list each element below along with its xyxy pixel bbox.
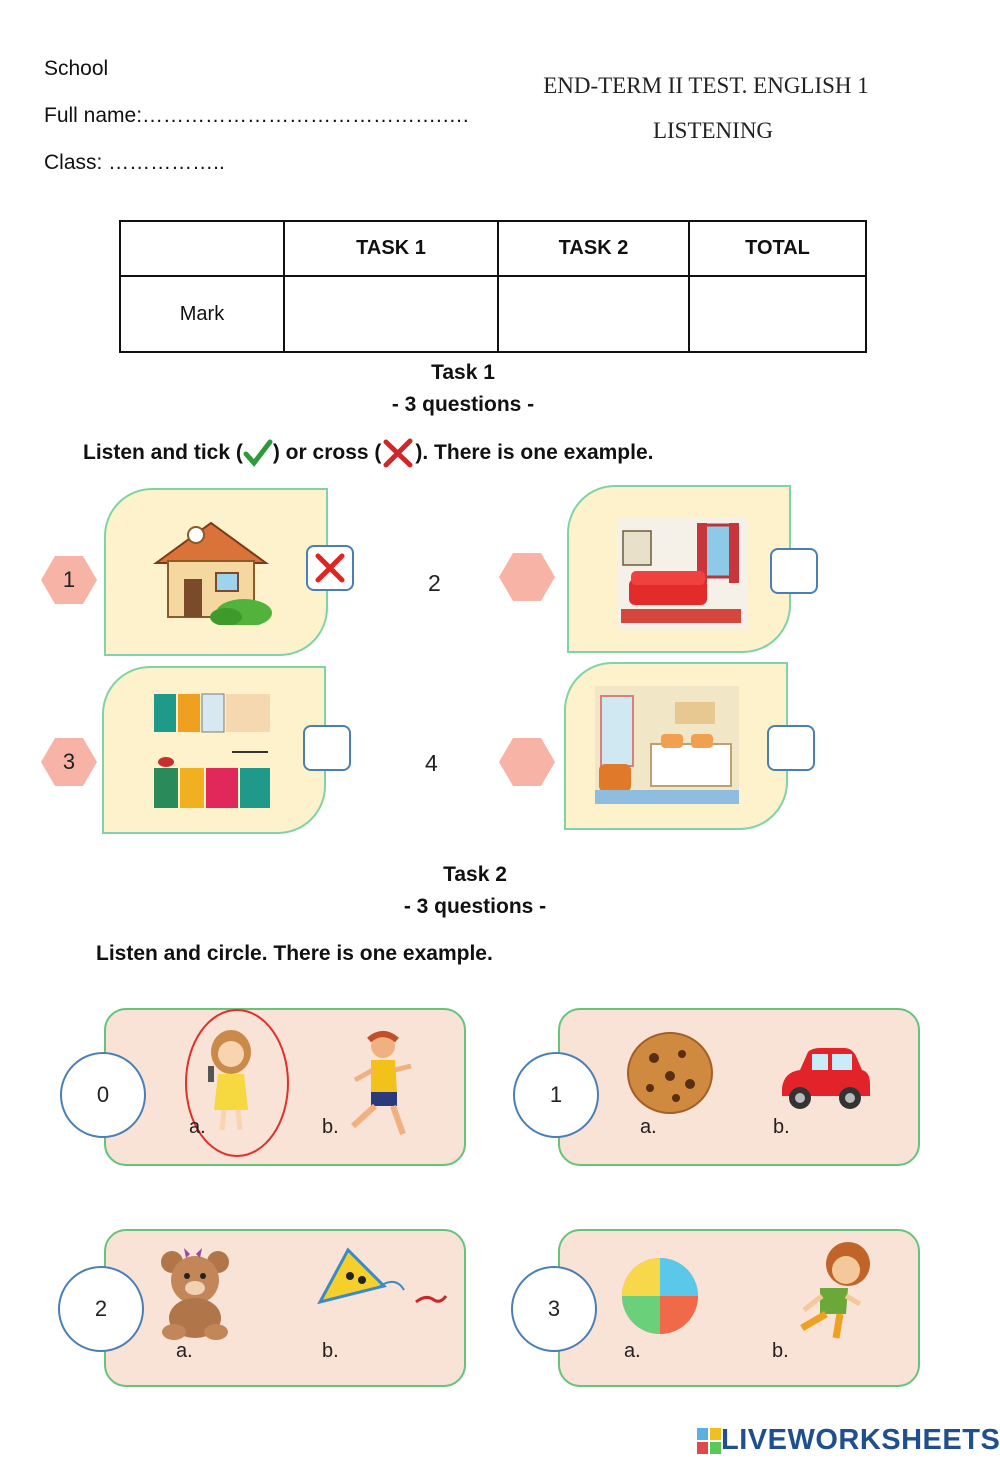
task2-option-a-2[interactable]: a.	[176, 1340, 193, 1362]
task2-option-b-2[interactable]: b.	[322, 1340, 339, 1362]
task1-card-4	[564, 662, 788, 830]
task2-option-b-1[interactable]: b.	[773, 1116, 790, 1138]
liveworksheets-logo-icon	[697, 1427, 721, 1454]
task1-card-3	[102, 666, 326, 834]
liveworksheets-logo: LIVEWORKSHEETS	[697, 1424, 1000, 1457]
test-title: END-TERM II TEST. ENGLISH 1	[543, 73, 869, 98]
task2-number-2: 2	[58, 1266, 144, 1352]
task1-instruction-part-c: ). There is one example.	[415, 441, 654, 464]
task1-number-2: 2	[428, 570, 441, 596]
task2-option-b-3[interactable]: b.	[772, 1340, 789, 1362]
class-field[interactable]: Class: ……………..	[44, 151, 225, 174]
task2-number-3: 3	[511, 1266, 597, 1352]
boy-running-icon	[350, 1031, 412, 1136]
boy-running-icon	[800, 1242, 870, 1339]
bedroom-icon	[595, 686, 739, 804]
task1-card-1	[104, 488, 328, 656]
car-icon	[782, 1048, 870, 1109]
task2-title: Task 2	[443, 863, 507, 886]
marks-header-empty	[119, 220, 285, 277]
task1-answer-box-3[interactable]	[303, 725, 351, 771]
task1-answer-box-2[interactable]	[770, 548, 818, 594]
task1-number-3: 3	[41, 738, 97, 786]
living-room-icon	[617, 517, 747, 629]
task2-number-0: 0	[60, 1052, 146, 1138]
task2-instruction: Listen and circle. There is one example.	[96, 942, 493, 965]
task2-number-1: 1	[513, 1052, 599, 1138]
task1-title: Task 1	[431, 361, 495, 384]
tick-icon	[243, 439, 273, 467]
marks-cell-task1[interactable]	[283, 275, 499, 353]
test-subtitle: LISTENING	[652, 118, 774, 143]
answer-circle	[185, 1009, 289, 1157]
marks-header-task1: TASK 1	[283, 220, 499, 277]
task2-option-a-0[interactable]: a.	[189, 1116, 206, 1138]
kite-icon	[317, 1247, 448, 1305]
liveworksheets-logo-text: LIVEWORKSHEETS	[721, 1424, 1000, 1456]
task2-option-a-3[interactable]: a.	[624, 1340, 641, 1362]
marks-row: Mark	[119, 275, 867, 353]
marks-header-task2: TASK 2	[497, 220, 690, 277]
task1-answer-box-1[interactable]	[306, 545, 354, 591]
task2-count: - 3 questions -	[403, 895, 547, 918]
task1-hex-2	[499, 553, 555, 601]
cross-icon	[383, 438, 413, 468]
task1-instruction-part-a: Listen and tick (	[83, 441, 243, 464]
task1-count: - 3 questions -	[391, 393, 535, 416]
task1-instruction: Listen and tick ( ) or cross ( ). There …	[83, 438, 653, 468]
marks-cell-task2[interactable]	[497, 275, 690, 353]
marks-header-total: TOTAL	[688, 220, 867, 277]
full-name-field[interactable]: Full name:…………………………………….….	[44, 104, 469, 127]
task1-number-1: 1	[41, 556, 97, 604]
task1-answer-box-4[interactable]	[767, 725, 815, 771]
cross-icon	[315, 553, 345, 583]
marks-table: TASK 1 TASK 2 TOTAL Mark	[119, 220, 867, 353]
task1-number-4: 4	[425, 750, 438, 776]
kitchen-icon	[154, 693, 270, 808]
task2-option-b-0[interactable]: b.	[322, 1116, 339, 1138]
cookie-icon	[627, 1032, 713, 1114]
teddy-bear-icon	[161, 1248, 229, 1340]
task1-hex-4	[499, 738, 555, 786]
task1-card-2	[567, 485, 791, 653]
marks-cell-total[interactable]	[688, 275, 867, 353]
school-label: School	[44, 57, 109, 80]
marks-row-label: Mark	[119, 275, 285, 353]
house-icon	[152, 521, 272, 625]
task2-option-a-1[interactable]: a.	[640, 1116, 657, 1138]
ball-icon	[622, 1258, 698, 1334]
marks-header-row: TASK 1 TASK 2 TOTAL	[119, 220, 867, 277]
task1-instruction-part-b: ) or cross (	[272, 441, 382, 464]
